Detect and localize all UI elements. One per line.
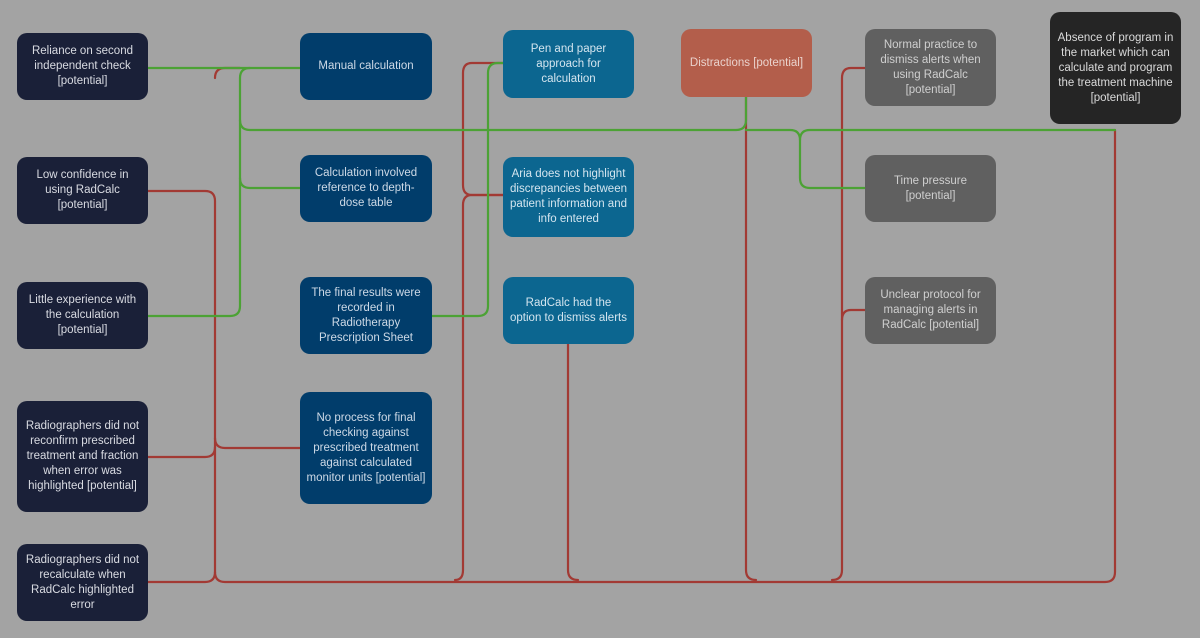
node-label: Normal practice to dismiss alerts when u… [880, 38, 981, 96]
node-n13: Distractions [potential] [681, 29, 812, 97]
node-label: Low confidence in using RadCalc [potenti… [36, 169, 129, 211]
node-n16: Unclear protocol for managing alerts in … [865, 277, 996, 344]
node-n5: Radiographers did not recalculate when R… [17, 544, 148, 621]
node-label: Aria does not highlight discrepancies be… [510, 168, 627, 225]
node-label: Absence of program in the market which c… [1057, 31, 1174, 104]
node-label: Distractions [potential] [689, 56, 804, 69]
node-n17: Absence of program in the market which c… [1050, 12, 1181, 124]
node-label: Time pressure [potential] [893, 174, 968, 202]
node-label: RadCalc had the option to dismiss alerts [510, 296, 627, 324]
red-link [146, 570, 217, 584]
node-label: No process for final checking against pr… [306, 411, 426, 484]
red-link [213, 436, 302, 450]
node-n3: Little experience with the calculation [… [17, 282, 148, 349]
red-link [146, 445, 217, 459]
red-link [830, 66, 867, 582]
green-link [744, 128, 867, 190]
node-n4: Radiographers did not reconfirm prescrib… [17, 401, 148, 512]
node-n8: The final results were recorded in Radio… [300, 277, 432, 354]
node-n1: Reliance on second independent check [po… [17, 33, 148, 100]
green-link [430, 61, 505, 318]
green-link [238, 94, 748, 132]
node-label: Unclear protocol for managing alerts in … [880, 289, 981, 331]
green-link [146, 66, 252, 318]
node-label: Manual calculation [318, 60, 414, 72]
node-n15: Time pressure [potential] [865, 155, 996, 222]
red-link [744, 94, 758, 582]
node-label: Radiographers did not recalculate when R… [25, 553, 140, 611]
node-label: Reliance on second independent check [po… [31, 45, 133, 87]
node-n9: No process for final checking against pr… [300, 392, 432, 504]
node-label: Little experience with the calculation [… [28, 294, 137, 336]
red-link [213, 128, 1117, 584]
node-label: Radiographers did not reconfirm prescrib… [25, 420, 140, 492]
node-n12: RadCalc had the option to dismiss alerts [503, 277, 634, 344]
red-link [213, 66, 242, 80]
node-n6: Manual calculation [300, 33, 432, 100]
node-n7: Calculation involved reference to depth-… [300, 155, 432, 222]
node-label: The final results were recorded in Radio… [311, 286, 421, 344]
red-link [840, 308, 867, 322]
node-n11: Aria does not highlight discrepancies be… [503, 157, 634, 237]
node-n2: Low confidence in using RadCalc [potenti… [17, 157, 148, 224]
red-link [146, 189, 217, 574]
node-label: Calculation involved reference to depth-… [314, 167, 418, 209]
red-link [566, 342, 580, 582]
green-link [238, 176, 302, 190]
node-n14: Normal practice to dismiss alerts when u… [865, 29, 996, 106]
node-label: Pen and paper approach for calculation [530, 42, 607, 85]
node-n10: Pen and paper approach for calculation [503, 30, 634, 98]
green-link [798, 128, 1117, 142]
red-link [453, 193, 505, 582]
